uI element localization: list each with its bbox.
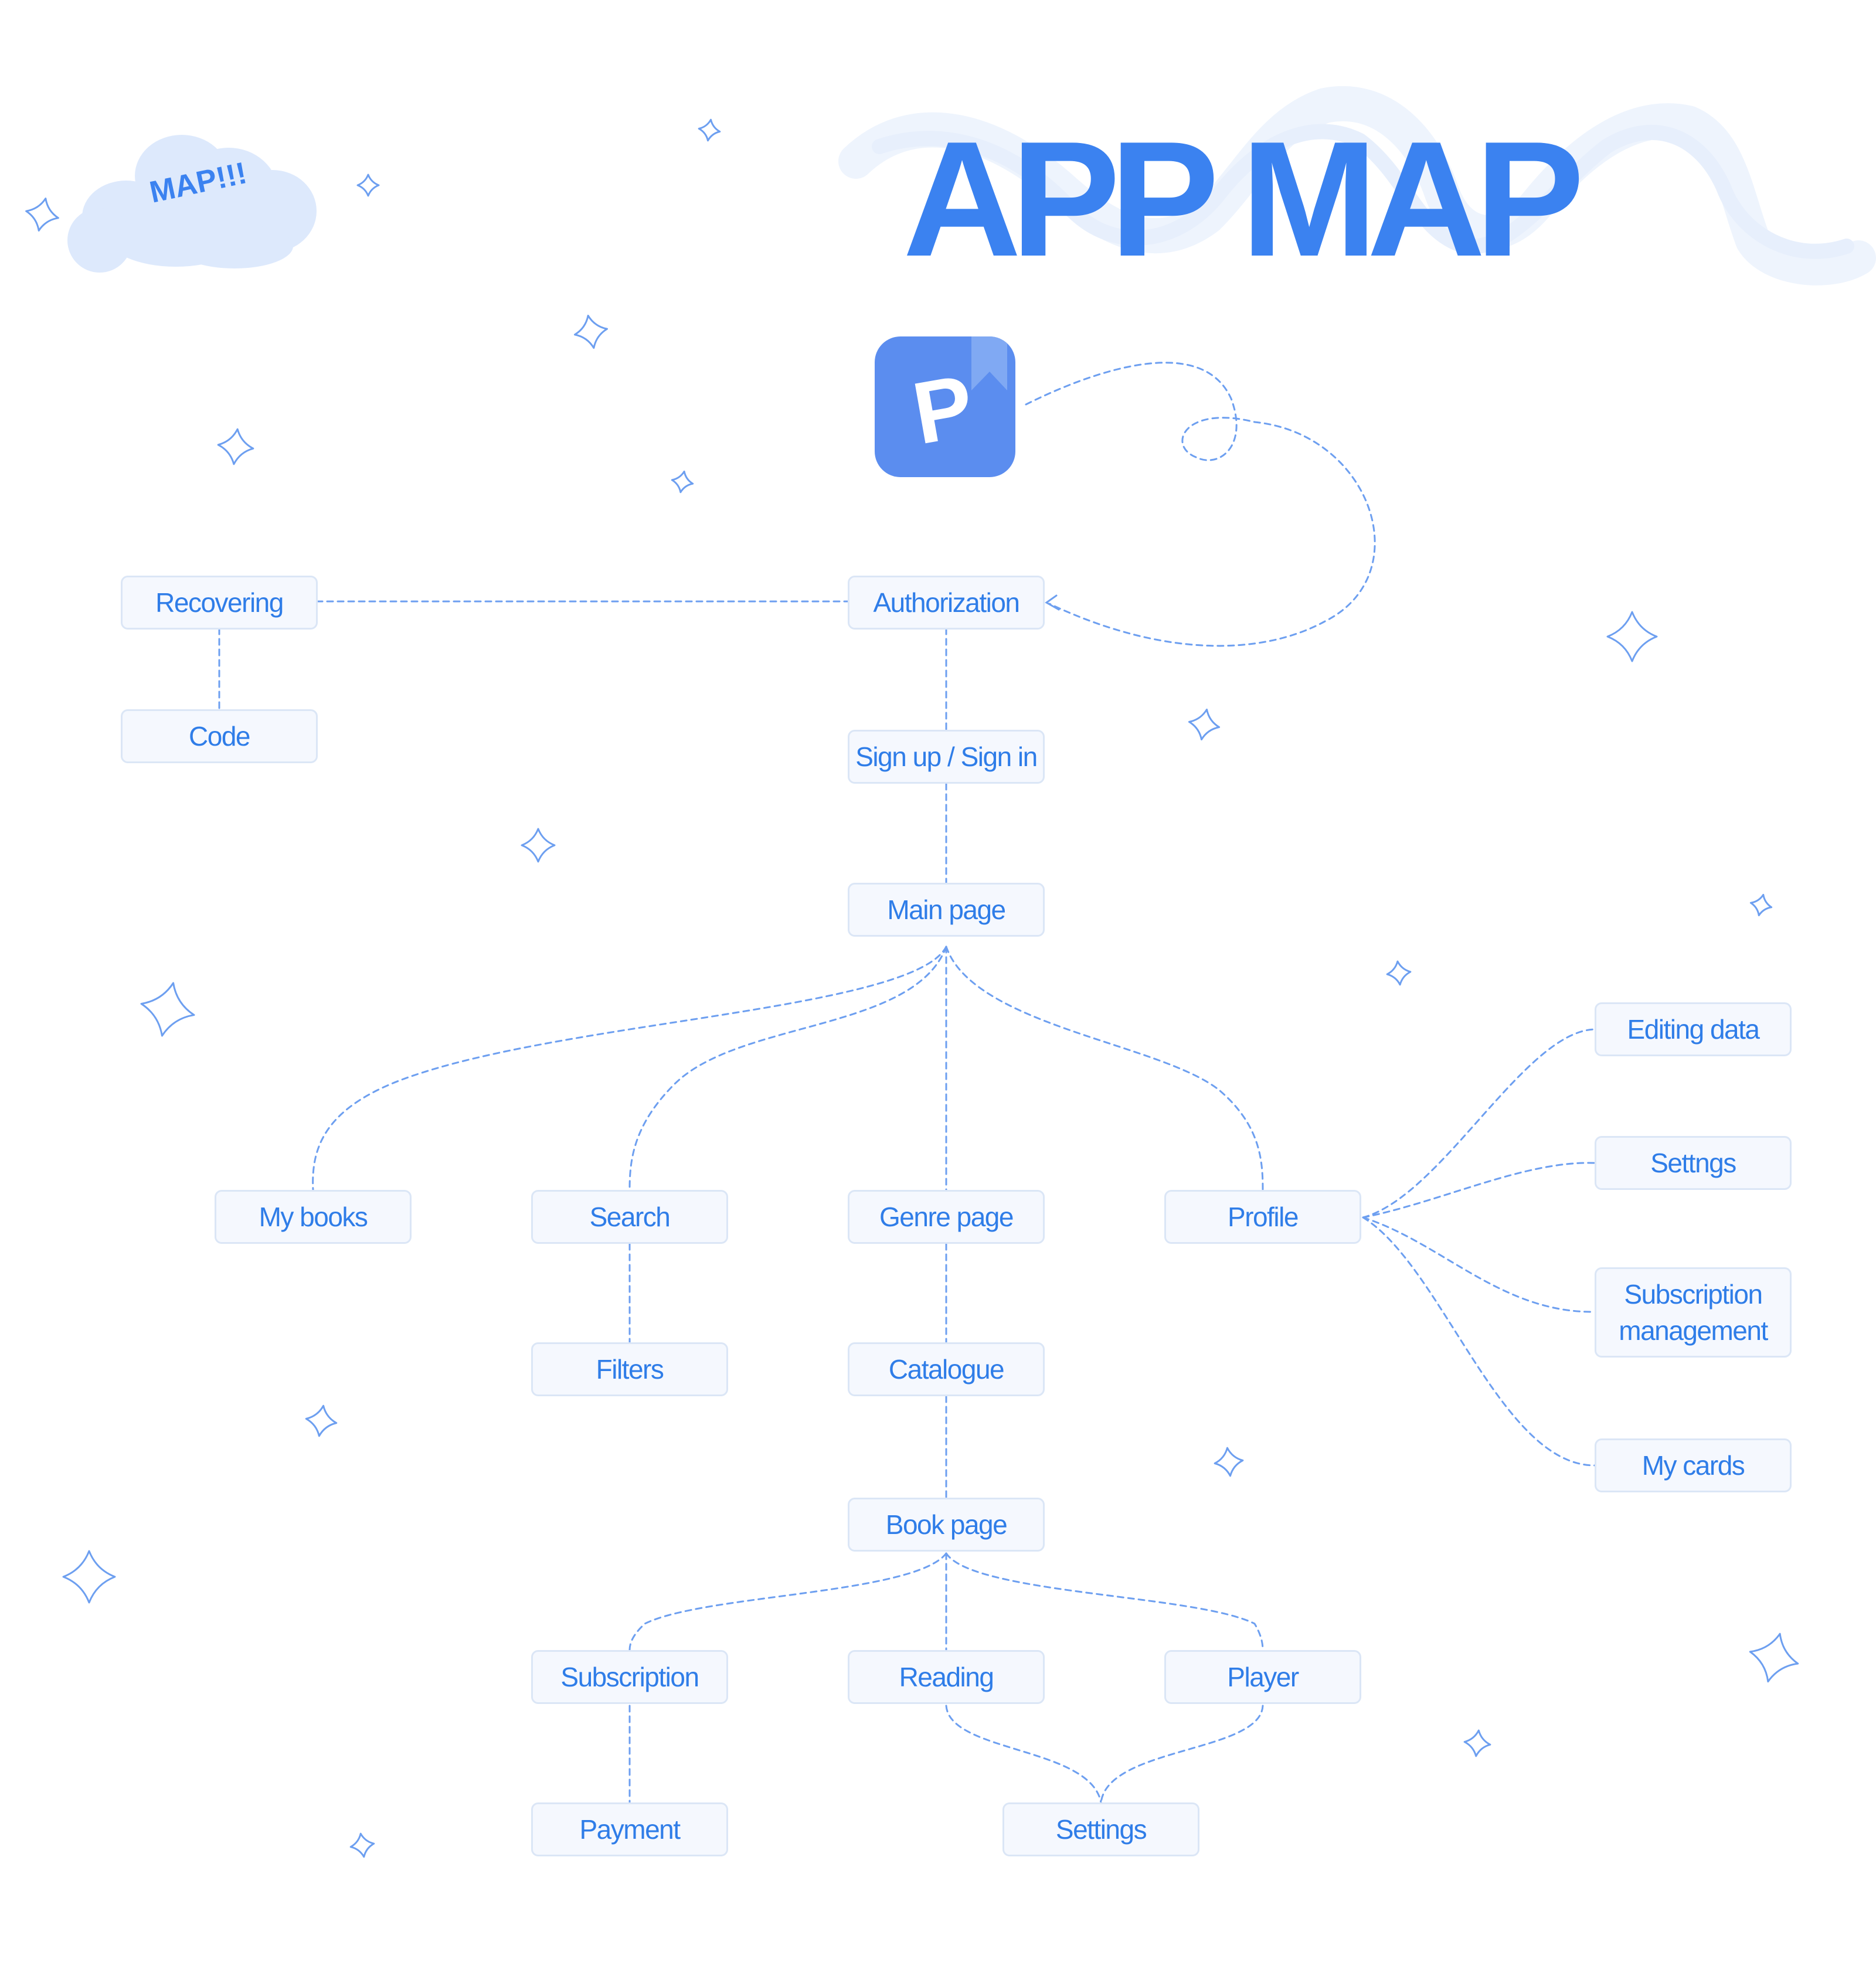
node-my-cards[interactable]: My cards xyxy=(1595,1438,1792,1492)
node-authorization[interactable]: Authorization xyxy=(848,576,1045,630)
star-icon xyxy=(573,314,609,349)
node-settings[interactable]: Settings xyxy=(1002,1802,1199,1856)
node-filters[interactable]: Filters xyxy=(531,1342,728,1396)
star-icon xyxy=(1463,1729,1491,1757)
star-decorations xyxy=(25,118,1799,1858)
node-player[interactable]: Player xyxy=(1164,1650,1361,1704)
app-logo-icon[interactable]: P xyxy=(875,336,1015,477)
star-icon xyxy=(217,428,254,465)
node-reading[interactable]: Reading xyxy=(848,1650,1045,1704)
node-search[interactable]: Search xyxy=(531,1190,728,1244)
star-icon xyxy=(671,470,694,494)
star-icon xyxy=(1606,611,1658,662)
node-subscription[interactable]: Subscription xyxy=(531,1650,728,1704)
star-icon xyxy=(25,198,59,232)
node-my-books[interactable]: My books xyxy=(215,1190,412,1244)
bookmark-letter-icon: P xyxy=(906,336,1007,463)
node-catalogue[interactable]: Catalogue xyxy=(848,1342,1045,1396)
node-editing-data[interactable]: Editing data xyxy=(1595,1002,1792,1056)
node-subscription-management[interactable]: Subscription management xyxy=(1595,1267,1792,1358)
star-icon xyxy=(1386,960,1412,986)
star-icon xyxy=(140,982,195,1037)
star-icon xyxy=(62,1550,116,1604)
node-profile[interactable]: Profile xyxy=(1164,1190,1361,1244)
star-icon xyxy=(1214,1447,1244,1477)
app-logo-letter: P xyxy=(906,356,981,463)
node-payment[interactable]: Payment xyxy=(531,1802,728,1856)
star-icon xyxy=(698,118,721,142)
node-recovering[interactable]: Recovering xyxy=(121,576,318,630)
node-book-page[interactable]: Book page xyxy=(848,1498,1045,1552)
node-signup-signin[interactable]: Sign up / Sign in xyxy=(848,730,1045,784)
node-main-page[interactable]: Main page xyxy=(848,883,1045,937)
brush-stroke xyxy=(838,86,1876,285)
star-icon xyxy=(1188,708,1221,741)
cloud-shape xyxy=(67,135,317,273)
node-genre-page[interactable]: Genre page xyxy=(848,1190,1045,1244)
star-icon xyxy=(305,1404,338,1437)
star-icon xyxy=(1749,893,1773,917)
node-settngs[interactable]: Settngs xyxy=(1595,1136,1792,1190)
star-icon xyxy=(349,1832,375,1858)
star-icon xyxy=(521,828,556,863)
node-code[interactable]: Code xyxy=(121,709,318,763)
page-title: APP MAP xyxy=(903,108,1585,291)
star-icon xyxy=(356,174,380,197)
star-icon xyxy=(1749,1632,1799,1683)
